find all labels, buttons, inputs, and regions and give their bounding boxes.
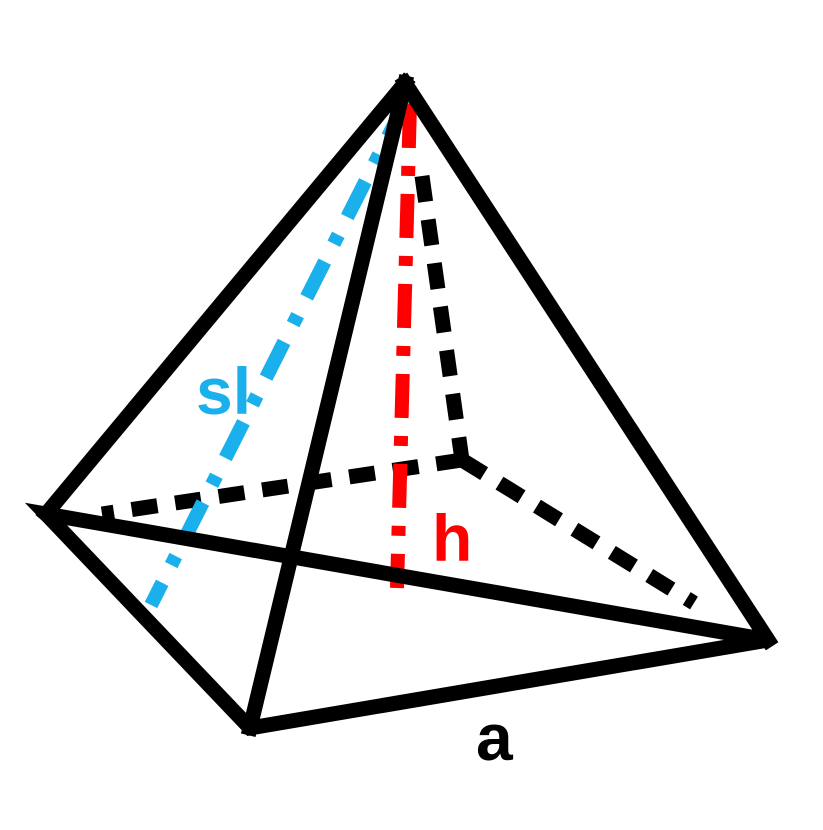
hidden-edge-apex-to-back-corner bbox=[414, 174, 470, 462]
edge-apex-to-front-corner bbox=[240, 73, 415, 738]
slant-height-label: sl bbox=[196, 354, 252, 428]
hidden-edge-back-right bbox=[458, 453, 698, 610]
visible-edges bbox=[24, 72, 779, 738]
hidden-edge-back-left bbox=[100, 452, 464, 522]
slant-height-line bbox=[144, 97, 413, 609]
edge-apex-to-right-corner bbox=[394, 72, 779, 651]
base-edge-label: a bbox=[476, 700, 513, 774]
height-line bbox=[390, 103, 417, 589]
base-front-edges bbox=[24, 502, 770, 737]
edge-apex-to-left-corner bbox=[35, 72, 416, 525]
height-label: h bbox=[432, 501, 473, 575]
